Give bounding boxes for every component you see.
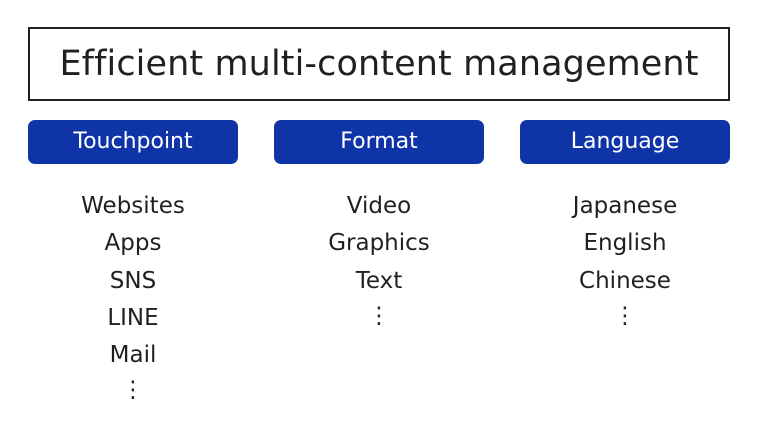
column-header-label: Touchpoint [73,129,193,154]
list-item: Apps [104,230,162,257]
columns-container: Touchpoint Websites Apps SNS LINE Mail ⋮… [28,120,730,406]
list-item: Video [346,193,412,219]
column-touchpoint: Touchpoint Websites Apps SNS LINE Mail ⋮ [28,120,238,406]
column-items-language: Japanese English Chinese ⋮ [573,188,677,332]
list-item: Chinese [579,267,671,294]
page-title: Efficient multi-content management [59,43,699,84]
list-item: Mail [109,342,157,368]
list-item: Text [355,267,403,294]
list-item: Graphics [328,230,430,257]
column-language: Language Japanese English Chinese ⋮ [520,120,730,406]
list-item: LINE [107,304,159,331]
column-items-format: Video Graphics Text ⋮ [328,188,430,332]
column-header-label: Language [570,129,680,154]
list-item: Japanese [572,193,678,219]
list-item: Websites [81,193,185,219]
column-items-touchpoint: Websites Apps SNS LINE Mail ⋮ [81,188,185,406]
column-header-touchpoint: Touchpoint [28,120,238,164]
list-item: SNS [109,267,157,294]
column-header-format: Format [274,120,484,164]
column-header-language: Language [520,120,730,164]
list-item: English [583,230,667,257]
title-box: Efficient multi-content management [28,27,730,101]
vertical-ellipsis-icon: ⋮ [367,302,391,329]
vertical-ellipsis-icon: ⋮ [613,302,637,329]
column-header-label: Format [340,129,418,154]
column-format: Format Video Graphics Text ⋮ [274,120,484,406]
vertical-ellipsis-icon: ⋮ [121,377,145,404]
